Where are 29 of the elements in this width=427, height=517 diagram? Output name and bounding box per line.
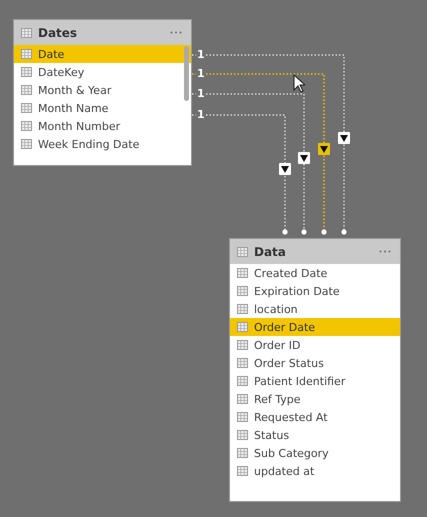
field-name: Month Number: [38, 120, 120, 132]
field-name: Week Ending Date: [38, 138, 140, 150]
relationship-line: [192, 93, 310, 235]
cardinality-label: 1: [196, 108, 206, 121]
field-name: Order Status: [254, 356, 324, 370]
table-card: [229, 238, 401, 502]
field-name: Date: [38, 48, 64, 60]
cardinality-label: 1: [196, 87, 206, 100]
cardinality-label: 1: [196, 67, 206, 80]
table-title: Data: [254, 244, 286, 258]
relationship-line: [192, 73, 330, 235]
cardinality-label: 1: [196, 48, 206, 61]
field-name: Ref Type: [254, 392, 301, 406]
field-name: location: [254, 302, 298, 316]
field-name: Status: [254, 428, 290, 442]
field-name: Sub Category: [254, 446, 329, 460]
field-name: Patient Identifier: [254, 374, 346, 388]
field-name: updated at: [254, 464, 314, 478]
field-name: Month & Year: [38, 84, 112, 96]
table-card: [13, 19, 192, 166]
relationship-line: [192, 54, 350, 235]
field-name: Order Date: [254, 320, 316, 334]
field-name: Month Name: [38, 102, 108, 114]
table-title: Dates: [38, 26, 78, 40]
field-name: DateKey: [38, 66, 84, 78]
field-name: Created Date: [254, 266, 328, 280]
field-name: Order ID: [254, 338, 300, 352]
field-name: Expiration Date: [254, 284, 340, 298]
field-name: Requested At: [254, 410, 328, 424]
